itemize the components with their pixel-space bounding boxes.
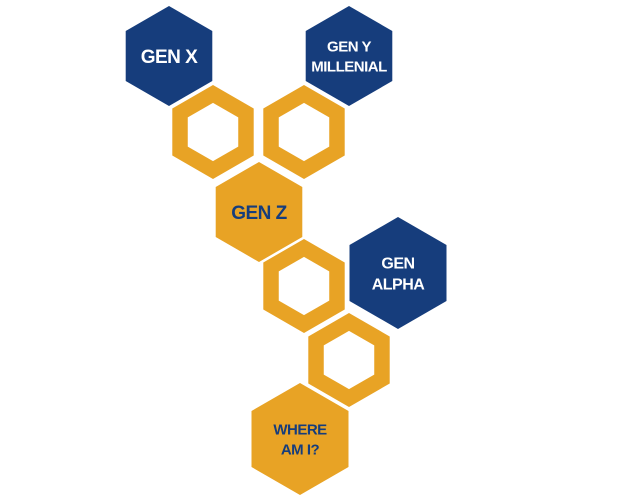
hex-gen-x: GEN X	[125, 6, 213, 106]
hex-label-line: GEN X	[141, 47, 198, 68]
hex-gen-z: GEN Z	[215, 162, 303, 262]
connector-hex-hole	[278, 102, 330, 162]
hex-label-line: ALPHA	[372, 276, 426, 293]
connector-hex-hole	[323, 330, 375, 390]
connector-hex-2	[263, 85, 345, 179]
connector-hex-hole	[278, 256, 330, 316]
connector-hex-1	[172, 85, 254, 179]
hex-shape	[251, 383, 349, 495]
hex-label-line: GEN Z	[231, 203, 287, 224]
hex-shape	[215, 162, 303, 262]
hex-shape	[125, 6, 213, 106]
connector-hex-4	[308, 313, 390, 407]
hex-label-line: GEN	[381, 255, 414, 272]
connector-layer	[172, 85, 390, 407]
connector-hex-hole	[187, 102, 239, 162]
hex-shape	[349, 217, 447, 329]
hex-label-line: AM I?	[281, 441, 320, 458]
hex-label-line: MILLENIAL	[311, 58, 387, 75]
hex-where-am-i: WHERE AM I?	[251, 383, 349, 495]
hex-gen-y: GEN Y MILLENIAL	[305, 6, 393, 106]
hex-shape	[305, 6, 393, 106]
connector-hex-3	[263, 239, 345, 333]
node-layer: GEN X GEN Y MILLENIAL GEN Z GEN ALPHA WHERE AM …	[125, 6, 447, 495]
hex-label-line: WHERE	[273, 421, 327, 438]
hex-label-line: GEN Y	[327, 38, 371, 55]
hex-gen-alpha: GEN ALPHA	[349, 217, 447, 329]
